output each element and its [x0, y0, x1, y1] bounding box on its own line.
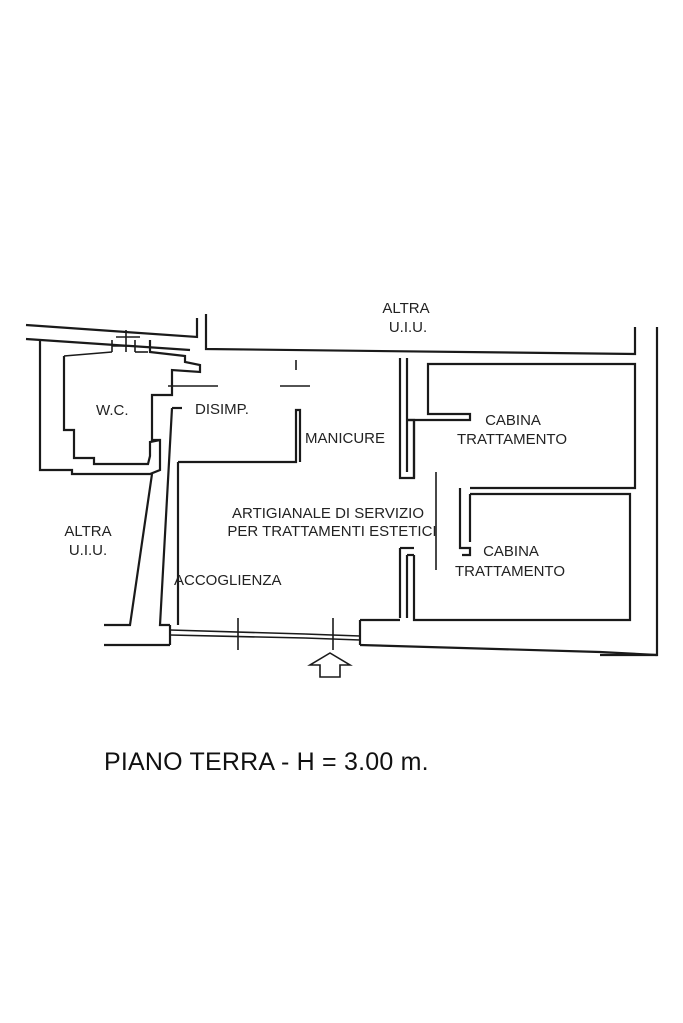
label-cabina-2-a: CABINA — [483, 543, 539, 560]
entrance-arrow-icon — [307, 652, 353, 678]
door-wc-top — [111, 330, 140, 352]
label-manicure: MANICURE — [305, 430, 385, 447]
entrance-window — [169, 618, 361, 650]
label-cabina-2-b: TRATTAMENTO — [455, 563, 565, 580]
label-main-room-1: ARTIGIANALE DI SERVIZIO — [232, 505, 424, 522]
disimp-marks — [168, 360, 310, 387]
floor-caption: PIANO TERRA - H = 3.00 m. — [104, 748, 429, 776]
wall-wc — [38, 340, 202, 476]
label-wc: W.C. — [96, 402, 129, 419]
label-main-room-2: PER TRATTAMENTI ESTETICI — [227, 523, 436, 540]
label-altra-left-1: ALTRA — [64, 523, 111, 540]
label-cabina-1-a: CABINA — [485, 412, 541, 429]
wall-bottom — [104, 618, 658, 657]
wall-top — [204, 314, 659, 657]
wall-cabina-2 — [412, 488, 632, 622]
label-cabina-1-b: TRATTAMENTO — [457, 431, 567, 448]
label-altra-top-2: U.I.U. — [389, 319, 427, 336]
wall-left — [104, 406, 182, 627]
wall-center — [398, 358, 437, 618]
label-accoglienza: ACCOGLIENZA — [174, 572, 282, 589]
label-disimp: DISIMP. — [195, 401, 249, 418]
wall-top-left — [25, 318, 199, 352]
wall-manicure — [176, 408, 302, 625]
wall-cabina-1 — [408, 362, 637, 490]
label-altra-left-2: U.I.U. — [69, 542, 107, 559]
label-altra-top-1: ALTRA — [382, 300, 429, 317]
